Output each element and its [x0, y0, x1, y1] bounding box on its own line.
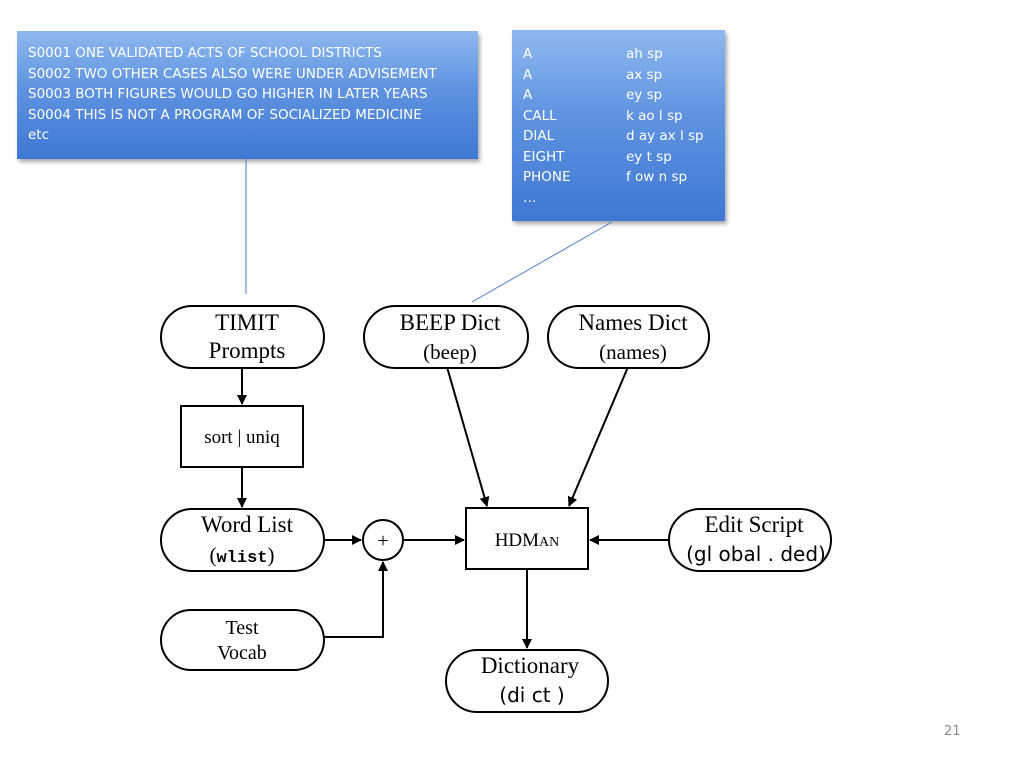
node-beep-dict: BEEP Dict (beep)	[363, 305, 529, 369]
dict-pron: k ao l sp	[626, 107, 683, 124]
prompt-line: S0004 THIS IS NOT A PROGRAM OF SOCIALIZE…	[28, 106, 422, 123]
dict-word: A	[523, 46, 533, 62]
node-timit-line2: Prompts	[209, 338, 286, 363]
dict-word: A	[523, 87, 533, 103]
wordlist-filename: wlist	[216, 549, 267, 568]
node-names-line1: Names Dict	[578, 310, 688, 335]
node-names-dict: Names Dict (names)	[547, 305, 710, 369]
node-plus-merge: +	[362, 519, 404, 561]
dict-word: CALL	[523, 107, 557, 124]
dict-word: EIGHT	[523, 148, 565, 165]
node-testvocab-line1: Test	[225, 617, 258, 639]
node-sort-uniq: sort | uniq	[180, 405, 304, 468]
wordlist-paren-close: )	[268, 543, 275, 567]
dict-pron: ax sp	[626, 66, 663, 83]
node-beep-line1: BEEP Dict	[400, 310, 501, 335]
edge-names-to-hdman	[567, 366, 629, 507]
node-testvocab-line2: Vocab	[217, 642, 267, 664]
prompt-line: S0002 TWO OTHER CASES ALSO WERE UNDER AD…	[28, 65, 437, 82]
dict-pron: ey sp	[626, 87, 663, 103]
node-hdman: HDMAN	[465, 507, 589, 570]
wordlist-paren-open: (	[209, 543, 216, 567]
dict-pron: d ay ax l sp	[626, 128, 704, 144]
node-names-line2: (names)	[599, 340, 667, 364]
node-edit-script: Edit Script (gl obal . ded)	[668, 508, 832, 572]
dict-word: …	[523, 189, 537, 206]
dict-entry: …	[523, 188, 725, 209]
dict-word: DIAL	[523, 128, 555, 144]
prompt-line: etc	[28, 127, 50, 143]
slide-number: 21	[944, 724, 961, 739]
node-dictionary: Dictionary (di ct )	[445, 649, 609, 713]
dict-callout-connector	[471, 221, 613, 303]
node-test-vocab: Test Vocab	[160, 609, 325, 671]
dict-entry: DIAL d ay ax l sp	[523, 126, 725, 147]
dict-word: A	[523, 66, 533, 83]
dict-word: PHONE	[523, 169, 571, 185]
edge-beep-to-hdman	[446, 366, 490, 507]
edge-testvocab-to-plus	[324, 561, 388, 638]
hdman-label-small: AN	[539, 535, 559, 550]
dict-pron: ah sp	[626, 46, 663, 62]
hdman-label-big: HDM	[495, 530, 539, 551]
dict-entry: CALL k ao l sp	[523, 106, 725, 127]
node-dictionary-line1: Dictionary	[481, 653, 580, 678]
node-editscript-line2: (gl obal . ded)	[686, 542, 826, 566]
node-dictionary-line2: (di ct )	[499, 683, 564, 707]
node-editscript-line1: Edit Script	[704, 512, 804, 537]
prompt-line: S0003 BOTH FIGURES WOULD GO HIGHER IN LA…	[28, 86, 428, 102]
plus-label: +	[377, 530, 388, 552]
dict-entry: EIGHT ey t sp	[523, 147, 725, 168]
prompt-line: S0001 ONE VALIDATED ACTS OF SCHOOL DISTR…	[28, 45, 382, 61]
node-timit-prompts: TIMIT Prompts	[160, 305, 325, 369]
node-timit-line1: TIMIT	[215, 310, 279, 335]
node-sort-label: sort | uniq	[204, 427, 280, 448]
node-hdman-label: HDMAN	[495, 530, 560, 551]
dict-entry: PHONE f ow n sp	[523, 167, 725, 188]
node-wordlist-line2: (wlist)	[209, 543, 274, 568]
prompts-sample-callout: S0001 ONE VALIDATED ACTS OF SCHOOL DISTR…	[17, 31, 478, 159]
node-wordlist-line1: Word List	[201, 512, 294, 537]
dict-pron: f ow n sp	[626, 169, 688, 185]
node-word-list: Word List (wlist)	[160, 508, 325, 572]
node-beep-line2: (beep)	[423, 340, 477, 364]
dict-pron: ey t sp	[626, 148, 672, 165]
